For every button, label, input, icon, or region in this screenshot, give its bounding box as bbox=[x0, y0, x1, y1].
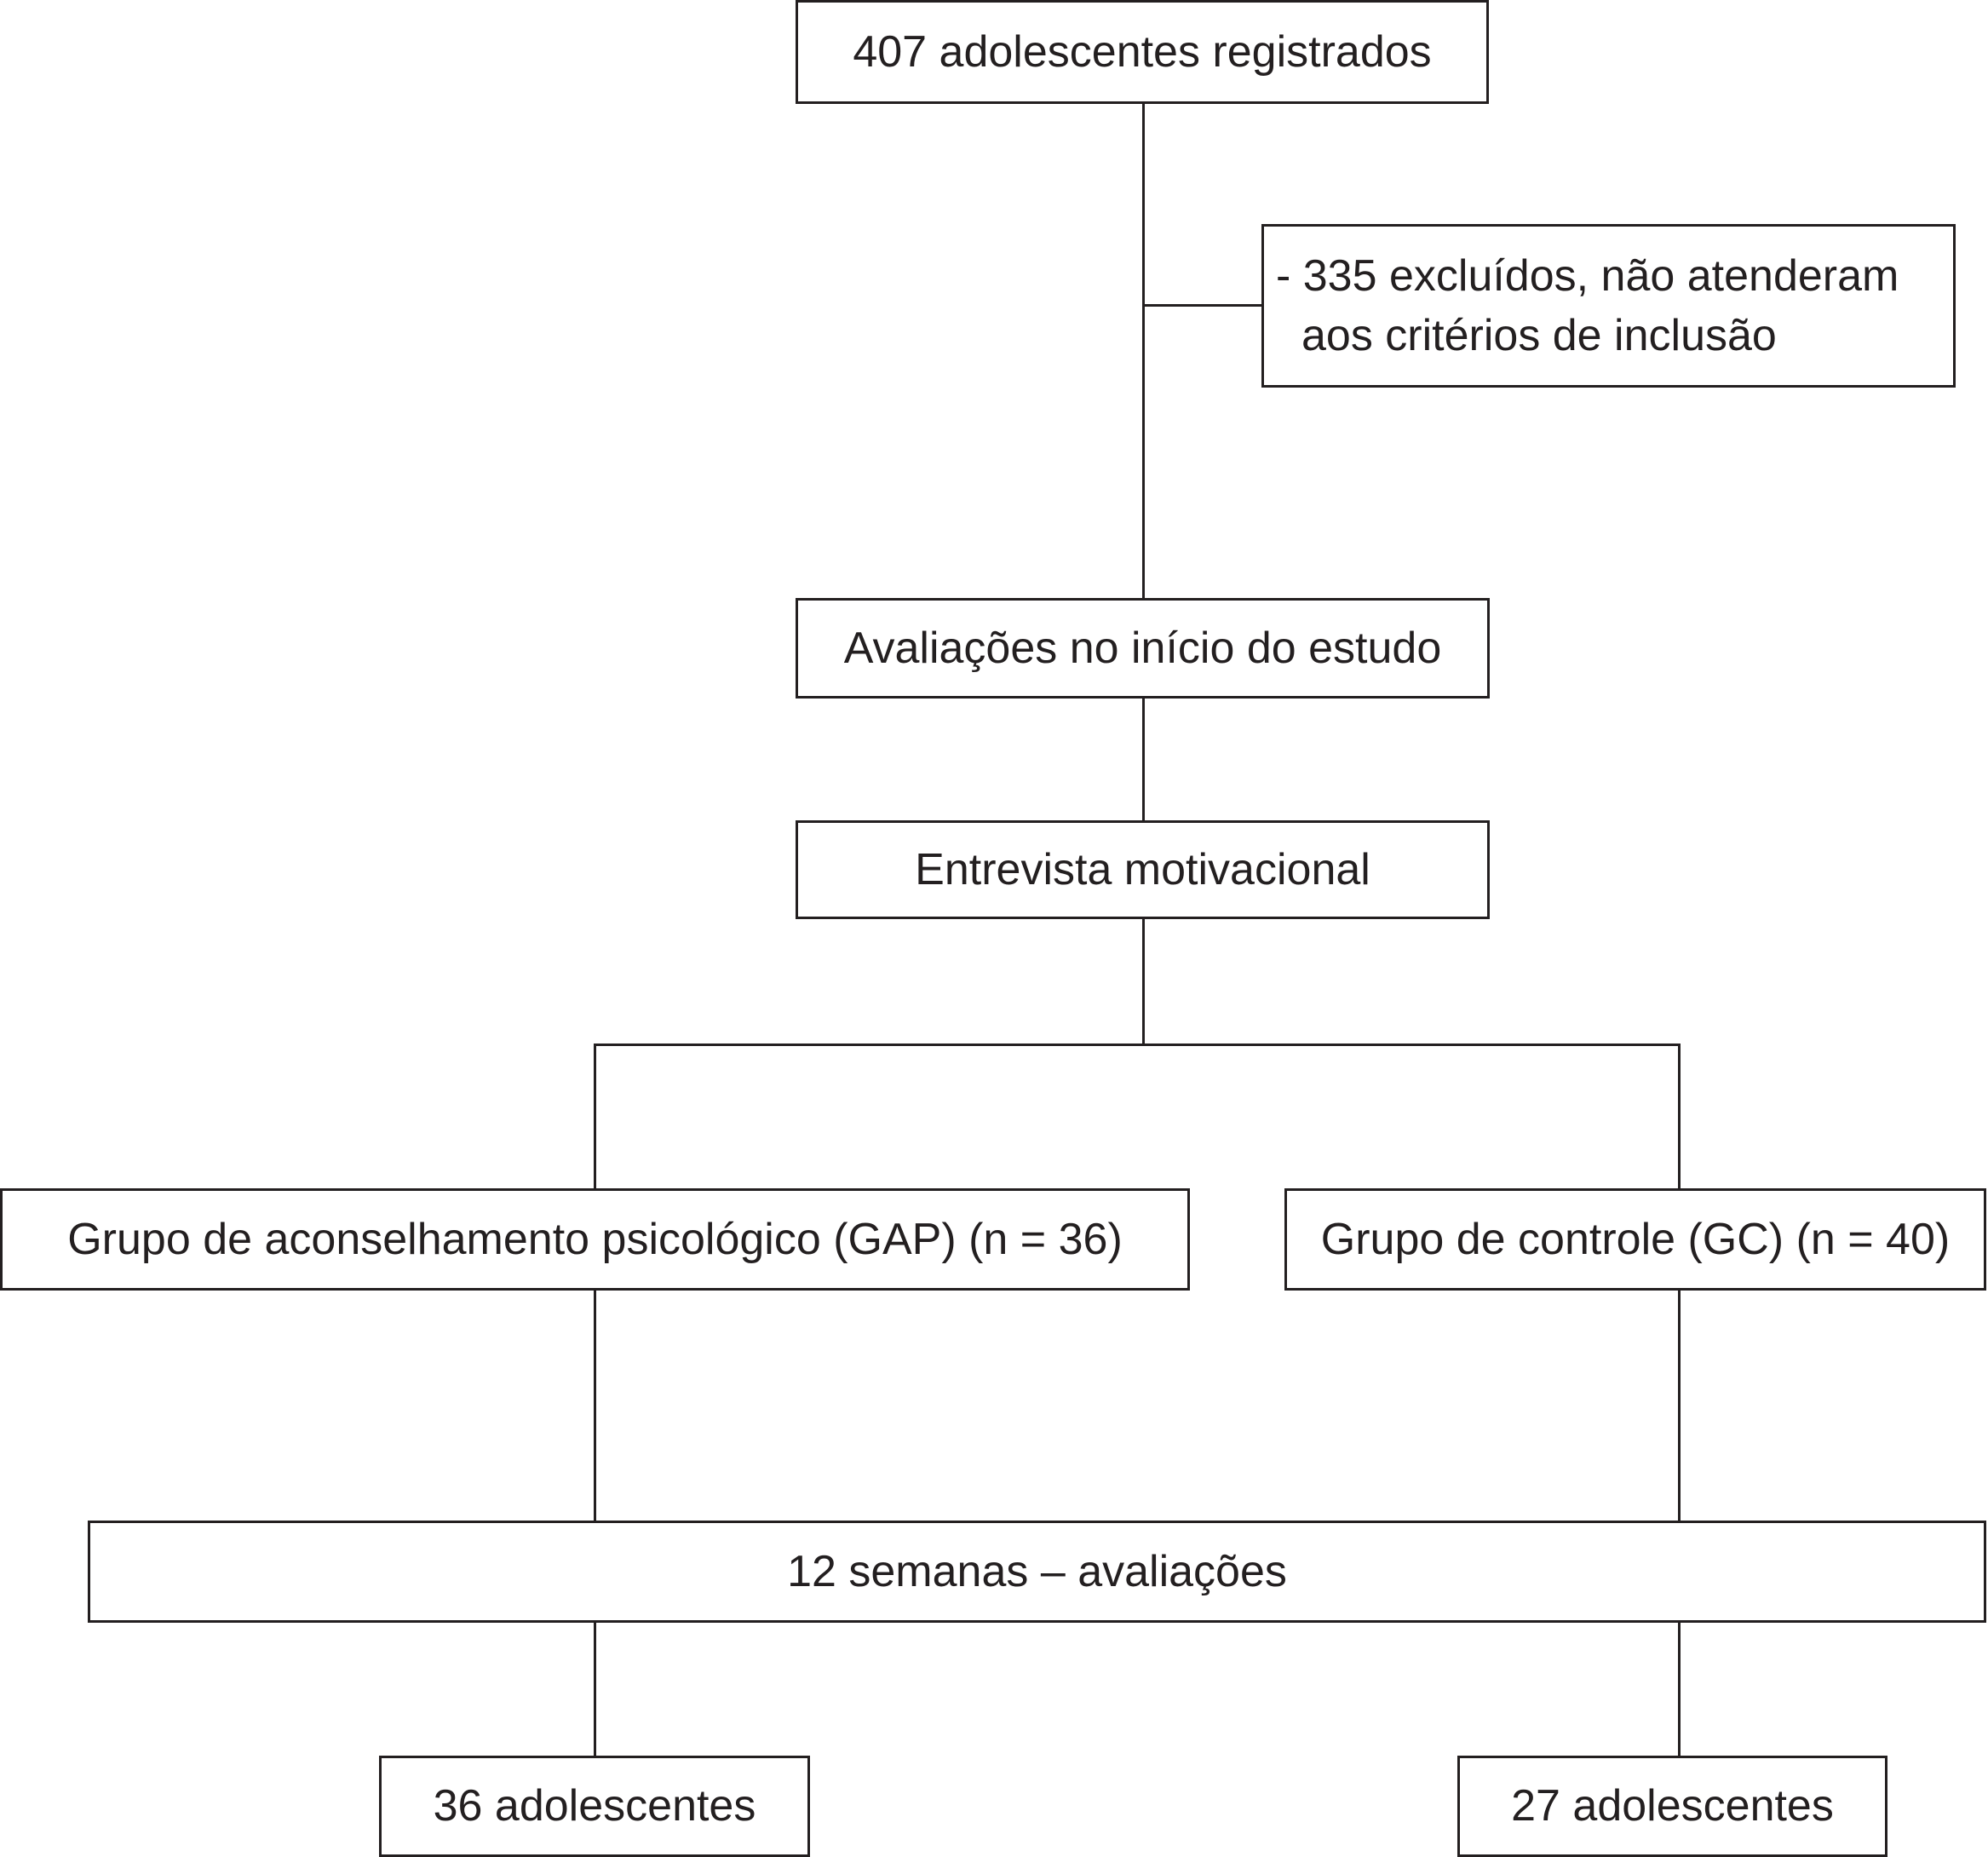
connector-gap-to-followup bbox=[594, 1288, 596, 1523]
followup-box: 12 semanas – avaliações bbox=[88, 1521, 1986, 1623]
final-gc-box: 27 adolescentes bbox=[1457, 1756, 1887, 1857]
baseline-box: Avaliações no início do estudo bbox=[796, 598, 1490, 699]
connector-split-to-gc bbox=[1678, 1043, 1681, 1191]
connector-interview-to-split bbox=[1142, 917, 1145, 1046]
interview-label: Entrevista motivacional bbox=[915, 844, 1370, 894]
final-gc-label: 27 adolescentes bbox=[1511, 1781, 1834, 1831]
interview-box: Entrevista motivacional bbox=[796, 820, 1490, 919]
exclusion-label: - 335 excluídos, não atenderam aos crité… bbox=[1276, 246, 1899, 365]
connector-baseline-to-interview bbox=[1142, 696, 1145, 823]
connector-followup-to-final-gap bbox=[594, 1620, 596, 1758]
exclusion-box: - 335 excluídos, não atenderam aos crité… bbox=[1261, 224, 1956, 388]
connector-followup-to-final-gc bbox=[1678, 1620, 1681, 1758]
followup-label: 12 semanas – avaliações bbox=[787, 1546, 1287, 1596]
final-gap-box: 36 adolescentes bbox=[379, 1756, 810, 1857]
registered-box: 407 adolescentes registrados bbox=[796, 0, 1489, 104]
registered-label: 407 adolescentes registrados bbox=[853, 26, 1432, 77]
gc-group-label: Grupo de controle (GC) (n = 40) bbox=[1320, 1214, 1951, 1264]
exclusion-label-line1: - 335 excluídos, não atenderam bbox=[1276, 251, 1899, 301]
connector-to-exclusion bbox=[1142, 304, 1264, 307]
connector-split-horizontal bbox=[594, 1043, 1681, 1046]
connector-split-to-gap bbox=[594, 1043, 596, 1191]
final-gap-label: 36 adolescentes bbox=[433, 1781, 756, 1831]
gap-group-box: Grupo de aconselhamento psicológico (GAP… bbox=[0, 1188, 1190, 1291]
exclusion-label-line2: aos critérios de inclusão bbox=[1301, 311, 1777, 360]
connector-gc-to-followup bbox=[1678, 1288, 1681, 1523]
gc-group-box: Grupo de controle (GC) (n = 40) bbox=[1284, 1188, 1986, 1291]
baseline-label: Avaliações no início do estudo bbox=[843, 623, 1442, 673]
gap-group-label: Grupo de aconselhamento psicológico (GAP… bbox=[67, 1214, 1123, 1264]
connector-registered-to-baseline bbox=[1142, 101, 1145, 601]
